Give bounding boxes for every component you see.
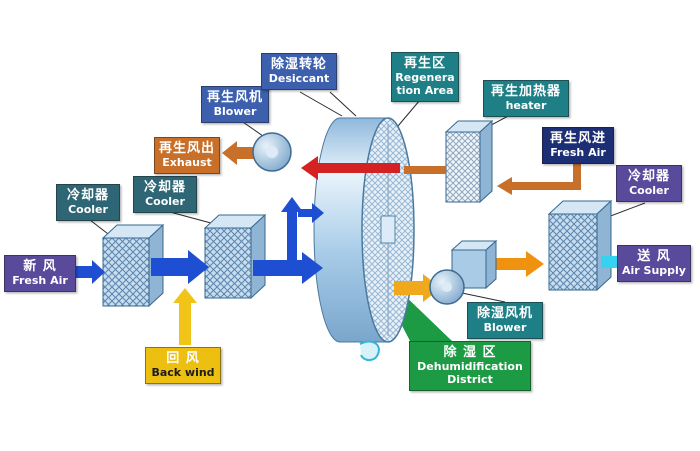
label-dehumid-blower-zh: 除湿风机: [476, 306, 533, 321]
label-dehumidification-district-en: Dehumidification District: [417, 360, 523, 386]
regen-fan-icon: [252, 132, 292, 172]
label-regeneration-area-zh: 再生区: [403, 56, 446, 71]
label-regen-heater-zh: 再生加热器: [490, 84, 561, 99]
leader-line-desiccant-b: [329, 91, 357, 117]
arrow-cooler1-to-cooler2: [151, 250, 209, 284]
arrow-regen-inlet-horizontal: [512, 182, 581, 190]
leader-line-desiccant-a: [299, 91, 343, 117]
label-regen-blower-zh: 再生风机: [206, 90, 263, 105]
label-regeneration-area-en: Regeneration Area: [395, 71, 455, 97]
arrow-exhaust-out: [222, 141, 258, 165]
label-cooler-3-zh: 冷却器: [627, 169, 670, 184]
regen-heater-face: [445, 131, 481, 203]
label-regen-heater-en: heater: [505, 99, 547, 113]
regen-heater-unit: [444, 119, 494, 204]
label-regen-blower-en: Blower: [213, 105, 257, 119]
label-cooler-1-zh: 冷却器: [66, 188, 109, 203]
label-regeneration-area: 再生区 Regeneration Area: [391, 52, 459, 102]
label-fresh-air-inlet-zh: 新 风: [23, 259, 57, 274]
label-dehumidification-district-zh: 除 湿 区: [443, 345, 497, 360]
label-cooler-3-en: Cooler: [629, 184, 669, 198]
desiccant-wheel: [313, 117, 415, 343]
label-air-supply: 送 风 Air Supply: [617, 245, 691, 282]
label-regen-exhaust-en: Exhaust: [162, 156, 212, 170]
arrow-regen-inlet-head: [497, 177, 512, 195]
label-back-wind: 回 风 Back wind: [145, 347, 221, 384]
wheel-hub: [380, 215, 396, 244]
label-air-supply-en: Air Supply: [622, 264, 686, 278]
arrow-regen-inlet-elbow: [497, 164, 581, 195]
label-cooler-2-en: Cooler: [145, 195, 185, 209]
arrow-regen-inlet-vertical: [573, 164, 581, 186]
leader-line-dehumid-blower: [461, 292, 506, 303]
label-regen-fresh-air-zh: 再生风进: [549, 131, 606, 146]
cooler-unit-3-side: [596, 199, 612, 292]
label-regen-exhaust: 再生风出 Exhaust: [154, 137, 220, 174]
arrow-wheel-to-fan-hot: [301, 156, 400, 180]
label-regen-blower: 再生风机 Blower: [201, 86, 269, 123]
label-dehumidification-district: 除 湿 区 Dehumidification District: [409, 341, 531, 391]
arrow-fan-to-cooler3: [486, 251, 544, 277]
dehumid-fan-icon: [429, 239, 498, 305]
dehumid-fan-duct-side: [485, 239, 497, 290]
label-desiccant-wheel: 除湿转轮 Desiccant: [261, 53, 337, 90]
label-regen-fresh-air: 再生风进 Fresh Air: [542, 127, 614, 164]
label-fresh-air-inlet: 新 风 Fresh Air: [4, 255, 76, 292]
label-regen-exhaust-zh: 再生风出: [158, 141, 215, 156]
label-regen-heater: 再生加热器 heater: [483, 80, 569, 117]
label-dehumid-blower-en: Blower: [483, 321, 527, 335]
arrow-fresh-air-in: [74, 260, 105, 284]
cooler-unit-2: [203, 213, 267, 300]
label-desiccant-wheel-en: Desiccant: [268, 72, 330, 86]
cooler-unit-2-side: [250, 213, 266, 300]
arrow-process-up: [281, 197, 303, 268]
label-back-wind-zh: 回 风: [166, 351, 200, 366]
label-cooler-1-en: Cooler: [68, 203, 108, 217]
label-back-wind-en: Back wind: [151, 366, 215, 380]
arrow-wheel-to-dehumid-fan: [394, 274, 441, 302]
arrow-process-into-wheel-upper: [298, 203, 324, 223]
label-cooler-3: 冷却器 Cooler: [616, 165, 682, 202]
cooler-unit-1-face: [102, 237, 150, 307]
dehumid-fan-inlet: [442, 282, 452, 292]
regen-fan-inlet: [266, 146, 278, 158]
arrow-back-wind-up: [173, 288, 197, 345]
swirl-icon: [359, 340, 380, 362]
label-fresh-air-inlet-en: Fresh Air: [12, 274, 68, 288]
label-dehumid-blower: 除湿风机 Blower: [467, 302, 543, 339]
regen-heater-side: [479, 119, 493, 204]
label-desiccant-wheel-zh: 除湿转轮: [270, 57, 327, 72]
label-air-supply-zh: 送 风: [637, 249, 671, 264]
cooler-unit-3: [547, 199, 613, 292]
label-cooler-2-zh: 冷却器: [143, 180, 186, 195]
cooler-unit-3-face: [548, 213, 598, 291]
label-regen-fresh-air-en: Fresh Air: [550, 146, 606, 160]
label-cooler-1: 冷却器 Cooler: [56, 184, 120, 221]
arrow-heater-to-wheel: [404, 166, 446, 174]
leader-line-regen-area: [397, 99, 421, 127]
cooler-unit-2-face: [204, 227, 252, 299]
label-cooler-2: 冷却器 Cooler: [133, 176, 197, 213]
